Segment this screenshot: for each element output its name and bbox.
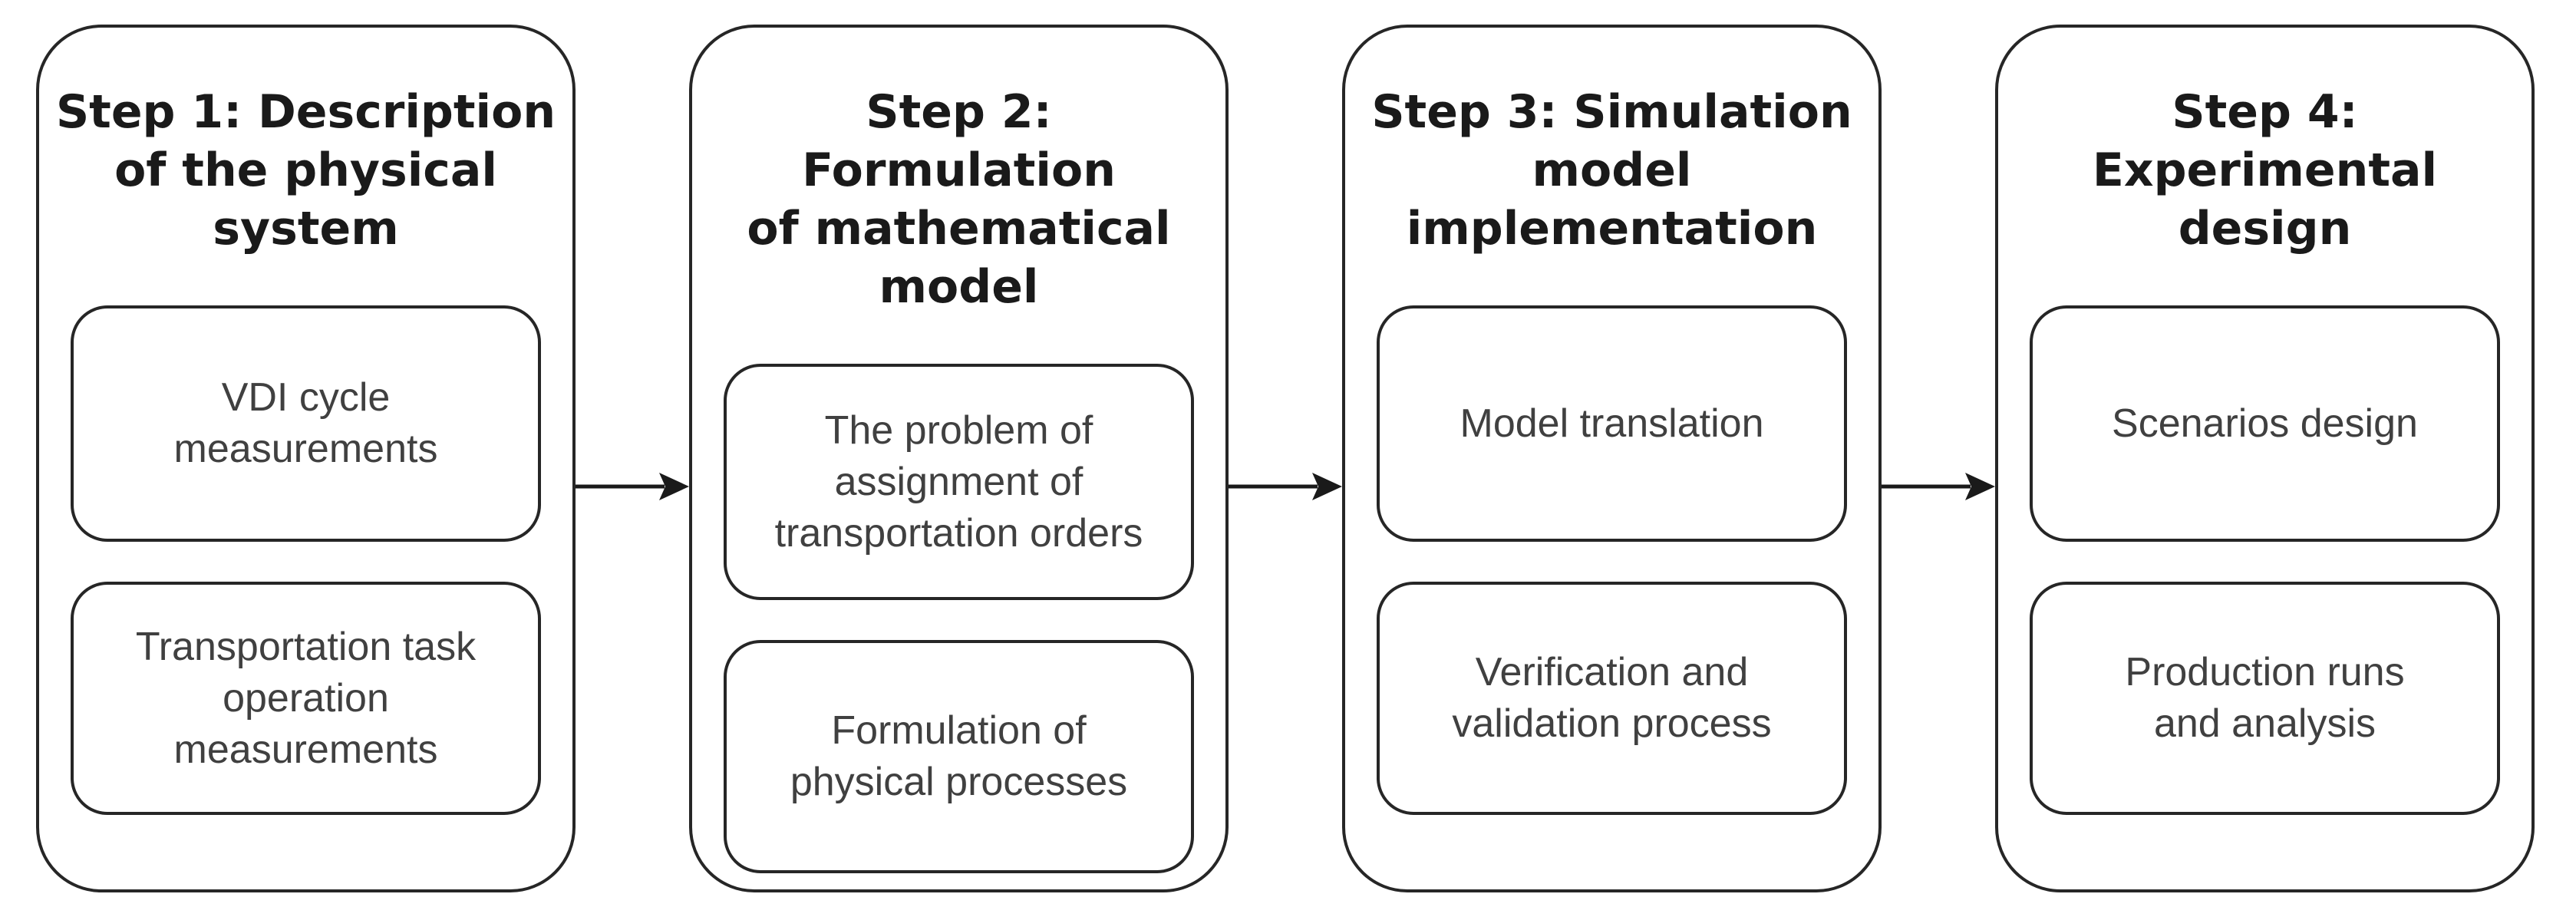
right-arrow-icon	[1229, 473, 1342, 500]
substep-label: Transportation task operation measuremen…	[135, 624, 477, 772]
step-4-container: Step 4: Experimental design Scenarios de…	[1995, 25, 2535, 892]
flow-arrow-2	[1229, 25, 1342, 892]
substep-label: The problem of assignment of transportat…	[774, 407, 1143, 556]
step-3-substep-box-2: Verification and validation process	[1377, 582, 1847, 815]
step-4-substep-box-2: Production runs and analysis	[2030, 582, 2500, 815]
flow-arrow-1	[576, 25, 689, 892]
substep-label: VDI cycle measurements	[173, 375, 438, 471]
right-arrow-icon	[576, 473, 689, 500]
step-2-title: Step 2: Formulation of mathematical mode…	[747, 85, 1171, 314]
step-2-substep-box-2: Formulation of physical processes	[724, 640, 1194, 873]
substep-label: Formulation of physical processes	[790, 708, 1128, 804]
flow-arrow-3	[1882, 25, 1995, 892]
flow-row: Step 1: Description of the physical syst…	[36, 25, 2535, 892]
step-1-title: Step 1: Description of the physical syst…	[55, 85, 556, 256]
substep-label: Production runs and analysis	[2125, 650, 2405, 746]
step-3-title: Step 3: Simulation model implementation	[1371, 85, 1852, 256]
step-1-container: Step 1: Description of the physical syst…	[36, 25, 576, 892]
right-arrow-icon	[1882, 473, 1995, 500]
step-1-substep-box-1: VDI cycle measurements	[71, 305, 541, 542]
step-3-container: Step 3: Simulation model implementation …	[1342, 25, 1882, 892]
step-4-title: Step 4: Experimental design	[2092, 85, 2438, 256]
substep-label: Verification and validation process	[1452, 650, 1772, 746]
step-2-substep-box-1: The problem of assignment of transportat…	[724, 364, 1194, 600]
step-2-container: Step 2: Formulation of mathematical mode…	[689, 25, 1229, 892]
substep-label: Scenarios design	[2112, 401, 2418, 446]
step-4-substep-box-1: Scenarios design	[2030, 305, 2500, 542]
substep-label: Model translation	[1460, 401, 1764, 446]
step-1-substep-box-2: Transportation task operation measuremen…	[71, 582, 541, 815]
step-3-substep-box-1: Model translation	[1377, 305, 1847, 542]
